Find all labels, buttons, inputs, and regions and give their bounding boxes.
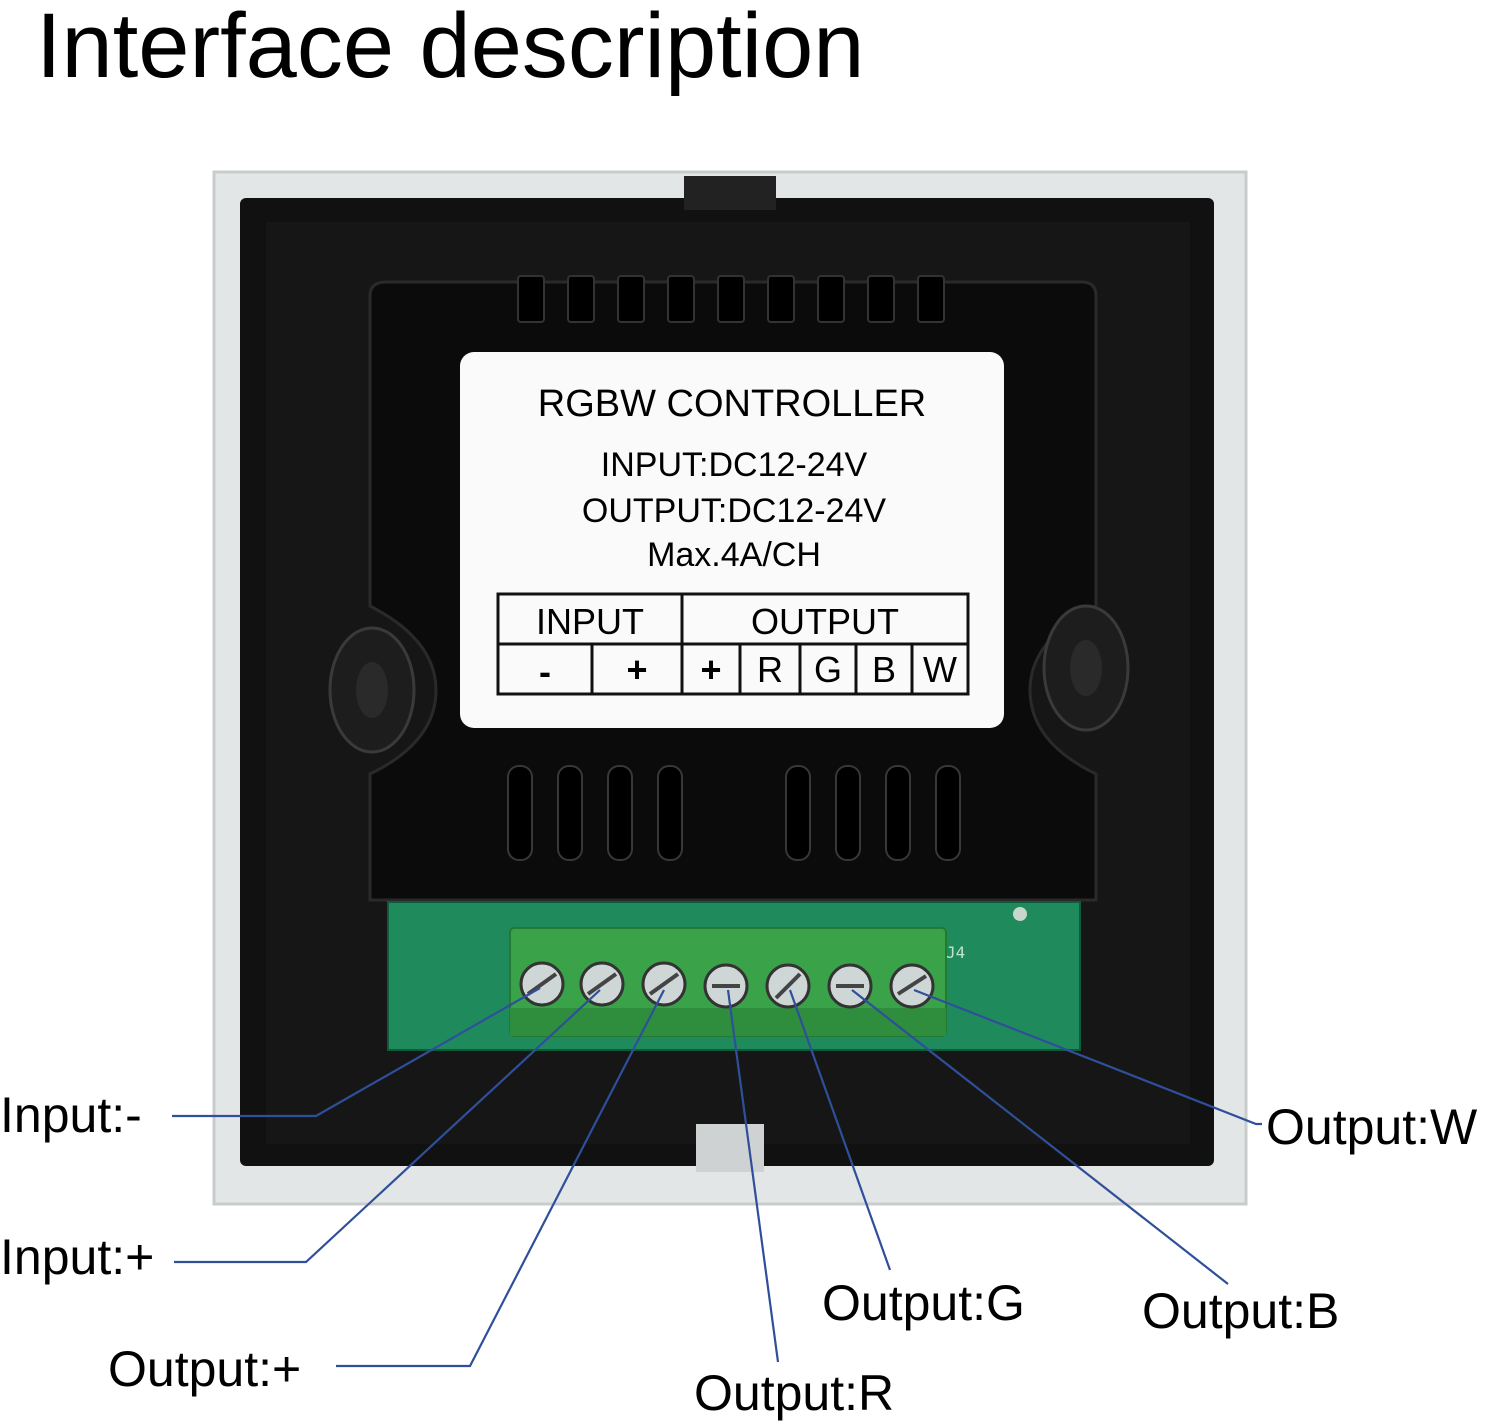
label-current-spec: Max.4A/CH — [647, 536, 821, 574]
top-notch — [684, 176, 776, 210]
page-title: Interface description — [36, 0, 865, 97]
mount-hole-right-inner — [1070, 640, 1102, 696]
table-cell-g: G — [814, 649, 842, 690]
label-output-spec: OUTPUT:DC12-24V — [582, 492, 887, 530]
terminal-marking: J4 — [946, 943, 965, 962]
callout-output-b: Output:B — [1142, 1283, 1340, 1339]
bottom-vents — [507, 765, 961, 861]
table-cell-r: R — [757, 649, 783, 690]
table-cell-input-plus: + — [626, 649, 647, 690]
mount-hole-left-inner — [356, 662, 388, 718]
leader-output-plus — [336, 989, 665, 1368]
screw-output-g — [765, 963, 811, 1009]
callout-output-g: Output:G — [822, 1275, 1025, 1331]
terminal-table — [496, 592, 970, 696]
table-cell-b: B — [872, 649, 896, 690]
top-vents — [517, 275, 945, 323]
table-group-input: INPUT — [536, 601, 644, 642]
table-cell-w: W — [923, 649, 957, 690]
label-title: RGBW CONTROLLER — [538, 383, 926, 425]
screw-output-plus — [641, 961, 687, 1007]
callout-input-minus: Input:- — [0, 1087, 142, 1143]
callout-input-plus: Input:+ — [0, 1229, 155, 1285]
leader-input-minus — [172, 987, 541, 1118]
leader-output-b — [851, 989, 1229, 1285]
leader-output-r — [726, 989, 780, 1363]
leader-input-plus — [174, 989, 601, 1264]
screw-output-w — [889, 963, 935, 1009]
pcb-via — [1013, 907, 1027, 921]
terminal-block-base — [510, 1008, 946, 1036]
leader-lines — [172, 987, 1262, 1368]
spec-label — [460, 352, 1004, 728]
callout-output-w: Output:W — [1266, 1099, 1478, 1155]
screw-output-r — [703, 963, 749, 1009]
screw-input-plus — [579, 961, 625, 1007]
callout-output-r: Output:R — [694, 1365, 895, 1421]
bottom-notch — [696, 1124, 764, 1172]
table-cell-output-plus: + — [700, 649, 721, 690]
leader-output-w — [913, 988, 1262, 1126]
leader-output-g — [788, 989, 892, 1271]
callout-output-plus: Output:+ — [108, 1341, 302, 1397]
table-cell-input-minus: - — [539, 651, 551, 692]
table-group-output: OUTPUT — [751, 601, 899, 642]
terminal-screws — [519, 961, 935, 1009]
label-input-spec: INPUT:DC12-24V — [601, 446, 868, 484]
screw-input-minus — [519, 961, 565, 1007]
